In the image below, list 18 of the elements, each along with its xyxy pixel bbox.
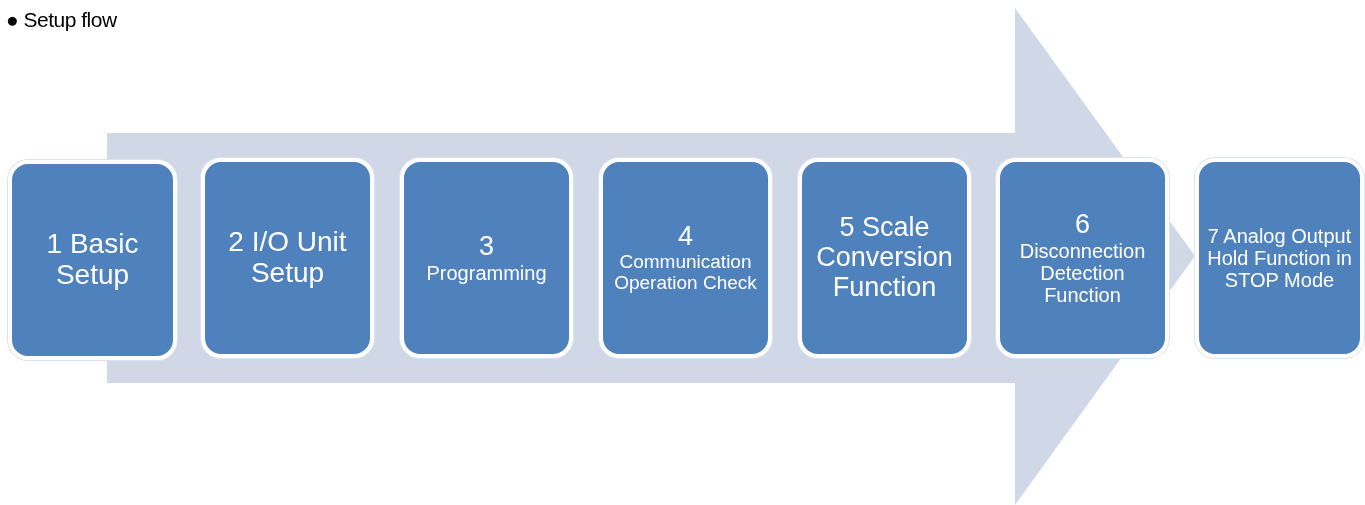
step-box [201, 158, 374, 358]
step-box [1195, 158, 1364, 358]
step-label: 5 Scale Conversion Function [815, 213, 954, 303]
step-label: 7 Analog Output Hold Function in STOP Mode [1206, 225, 1353, 291]
step-box [996, 158, 1169, 358]
step-label: 3 [479, 232, 494, 262]
step-box [599, 158, 772, 358]
step-box [400, 158, 573, 358]
step-label: Communication Operation Check [613, 251, 758, 294]
step-box [798, 158, 971, 358]
step-label: Programming [426, 261, 547, 284]
step-label: 1 Basic Setup [45, 229, 140, 291]
step-label: 6 [1075, 210, 1090, 240]
step-label: Disconnection Detection Function [1018, 239, 1147, 306]
step-label: 2 I/O Unit Setup [227, 227, 348, 289]
title: ● Setup flow [6, 8, 117, 32]
step-label: 4 [678, 222, 693, 252]
step-box [8, 160, 177, 360]
